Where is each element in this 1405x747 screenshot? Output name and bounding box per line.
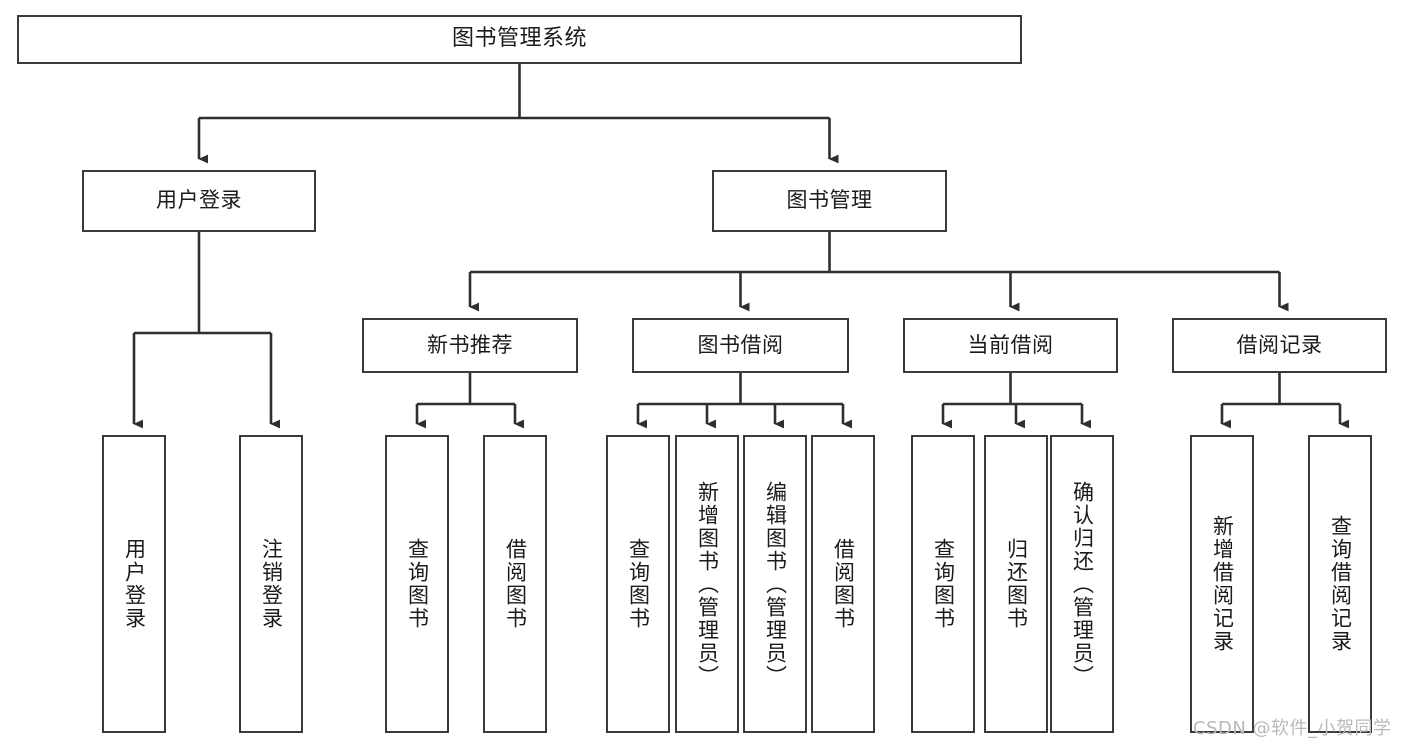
leaf-user-login[interactable]: 用户登录 bbox=[102, 435, 166, 733]
leaf-confirm-return[interactable]: 确认归还（管理员） bbox=[1050, 435, 1114, 733]
watermark: CSDN @软件_小贺同学 bbox=[1193, 718, 1392, 739]
node-new-book-recommend-label: 新书推荐 bbox=[427, 332, 513, 357]
leaf-return-book-label: 归还图书 bbox=[1004, 538, 1029, 630]
node-book-management[interactable]: 图书管理 bbox=[712, 170, 947, 232]
leaf-logout-label: 注销登录 bbox=[259, 538, 284, 630]
node-book-management-label: 图书管理 bbox=[786, 188, 873, 213]
node-user-login[interactable]: 用户登录 bbox=[82, 170, 316, 232]
leaf-user-login-label: 用户登录 bbox=[122, 538, 147, 630]
leaf-borrow-book-label: 借阅图书 bbox=[831, 538, 856, 630]
node-current-borrow-label: 当前借阅 bbox=[967, 332, 1054, 357]
leaf-query-book-current-label: 查询图书 bbox=[931, 538, 956, 630]
leaf-add-book-label: 新增图书（管理员） bbox=[695, 480, 720, 688]
leaf-query-book-borrow-label: 查询图书 bbox=[626, 538, 651, 630]
node-current-borrow[interactable]: 当前借阅 bbox=[903, 318, 1118, 373]
node-borrow-records-label: 借阅记录 bbox=[1236, 332, 1323, 357]
leaf-query-book-new-label: 查询图书 bbox=[405, 538, 430, 630]
leaf-query-book-borrow[interactable]: 查询图书 bbox=[606, 435, 670, 733]
leaf-return-book[interactable]: 归还图书 bbox=[984, 435, 1048, 733]
leaf-logout[interactable]: 注销登录 bbox=[239, 435, 303, 733]
node-book-borrow-label: 图书借阅 bbox=[697, 332, 784, 357]
node-root-label: 图书管理系统 bbox=[451, 26, 587, 52]
leaf-edit-book[interactable]: 编辑图书（管理员） bbox=[743, 435, 807, 733]
leaf-add-book[interactable]: 新增图书（管理员） bbox=[675, 435, 739, 733]
node-new-book-recommend[interactable]: 新书推荐 bbox=[362, 318, 578, 373]
leaf-add-record-label: 新增借阅记录 bbox=[1210, 515, 1235, 653]
leaf-borrow-book-new-label: 借阅图书 bbox=[503, 538, 528, 630]
node-root[interactable]: 图书管理系统 bbox=[17, 15, 1022, 64]
leaf-query-record[interactable]: 查询借阅记录 bbox=[1308, 435, 1372, 733]
leaf-add-record[interactable]: 新增借阅记录 bbox=[1190, 435, 1254, 733]
leaf-confirm-return-label: 确认归还（管理员） bbox=[1070, 480, 1095, 688]
leaf-borrow-book-new[interactable]: 借阅图书 bbox=[483, 435, 547, 733]
leaf-query-book-current[interactable]: 查询图书 bbox=[911, 435, 975, 733]
node-book-borrow[interactable]: 图书借阅 bbox=[632, 318, 849, 373]
leaf-query-record-label: 查询借阅记录 bbox=[1328, 515, 1353, 653]
leaf-edit-book-label: 编辑图书（管理员） bbox=[763, 480, 788, 688]
node-user-login-label: 用户登录 bbox=[156, 188, 242, 213]
leaf-query-book-new[interactable]: 查询图书 bbox=[385, 435, 449, 733]
node-borrow-records[interactable]: 借阅记录 bbox=[1172, 318, 1387, 373]
leaf-borrow-book[interactable]: 借阅图书 bbox=[811, 435, 875, 733]
